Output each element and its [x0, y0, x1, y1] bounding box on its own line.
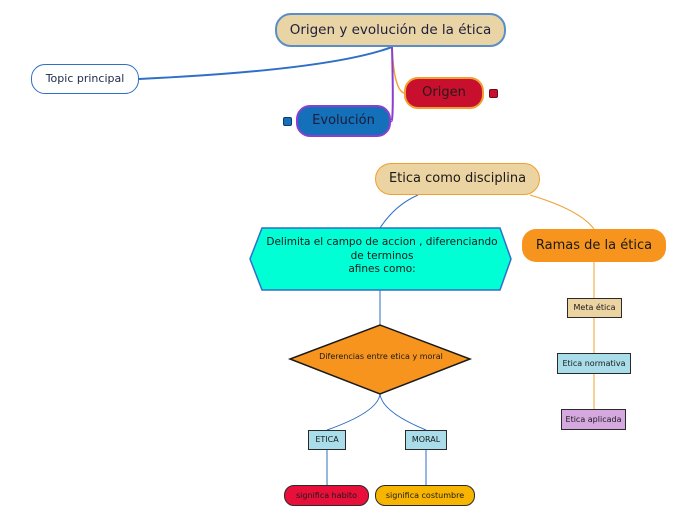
- delimita-line-2: de terminos: [350, 249, 414, 262]
- connector-root-origen: [391, 46, 405, 94]
- significa-habito-node[interactable]: significa habito: [284, 485, 369, 506]
- connector-root-topic: [138, 46, 393, 80]
- significa-costumbre-node[interactable]: significa costumbre: [375, 485, 475, 506]
- etica-box[interactable]: ETICA: [308, 430, 346, 450]
- connector-diamond-etica: [326, 393, 381, 431]
- origen-node[interactable]: Origen: [404, 77, 484, 109]
- connector-root-evolucion: [390, 46, 394, 123]
- topic-principal[interactable]: Topic principal: [31, 64, 139, 94]
- diferencias-label[interactable]: Diferencias entre etica y moral: [319, 352, 443, 361]
- meta-etica-node[interactable]: Meta ética: [567, 298, 622, 318]
- ramas-etica-node[interactable]: Ramas de la ética: [522, 229, 666, 262]
- delimita-text[interactable]: Delimita el campo de accion , diferencia…: [262, 236, 502, 277]
- evolucion-collapse-icon[interactable]: [283, 117, 292, 126]
- root-topic[interactable]: Origen y evolución de la ética: [275, 13, 506, 47]
- etica-aplicada-node[interactable]: Etica aplicada: [561, 409, 626, 430]
- connector-disciplina-hexagon: [379, 194, 419, 229]
- etica-normativa-node[interactable]: Etica normativa: [557, 353, 631, 374]
- diferencias-diamond: [287, 324, 473, 395]
- connector-disciplina-ramas: [529, 194, 595, 230]
- connector-diamond-moral: [379, 393, 427, 431]
- delimita-line-1: Delimita el campo de accion , diferencia…: [266, 236, 498, 248]
- etica-disciplina-node[interactable]: Etica como disciplina: [375, 163, 540, 195]
- moral-box[interactable]: MORAL: [405, 430, 447, 450]
- delimita-line-3: afines como:: [348, 263, 416, 276]
- evolucion-node[interactable]: Evolución: [296, 105, 391, 137]
- delimita-hexagon: [249, 227, 512, 291]
- origen-collapse-icon[interactable]: [489, 89, 498, 98]
